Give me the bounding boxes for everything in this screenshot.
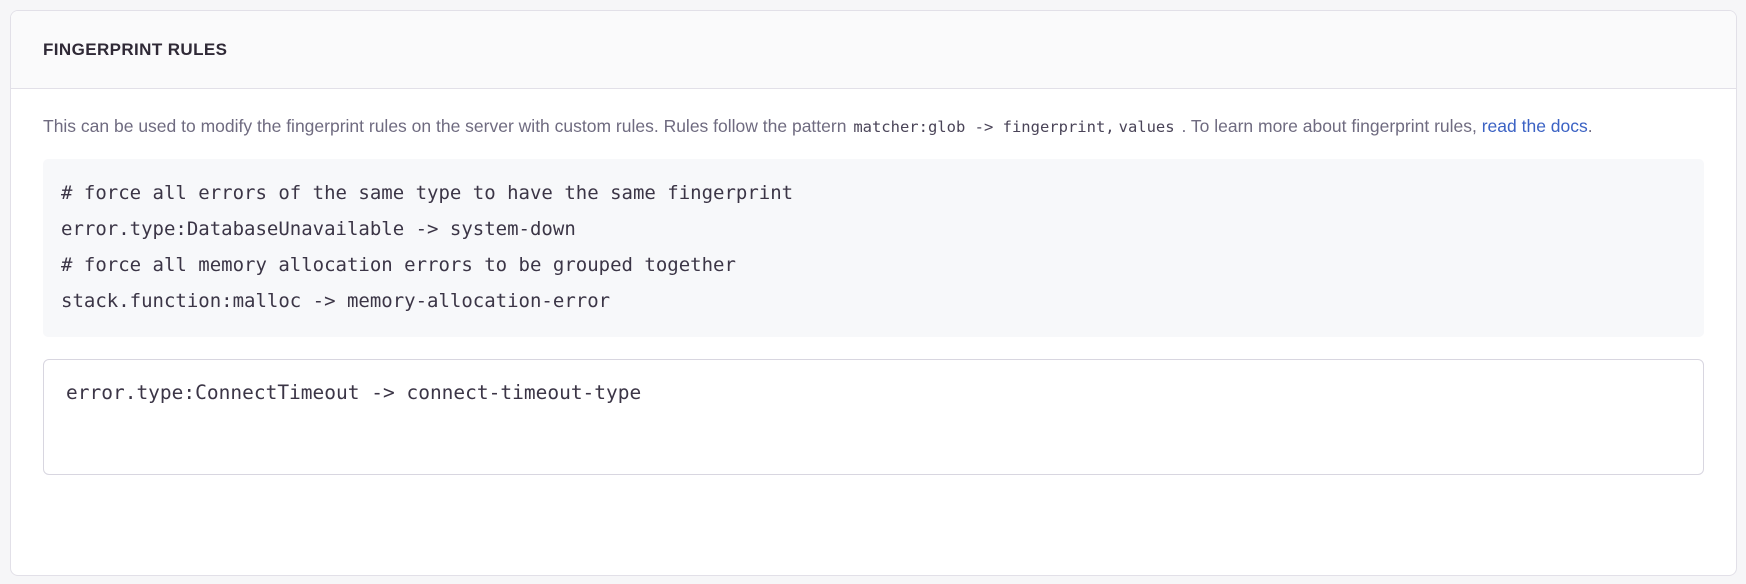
fingerprint-rules-panel: FINGERPRINT RULES This can be used to mo… xyxy=(10,10,1737,576)
description-part-2: . To learn more about fingerprint rules, xyxy=(1176,116,1482,136)
panel-body: This can be used to modify the fingerpri… xyxy=(11,89,1736,575)
example-code-block: # force all errors of the same type to h… xyxy=(43,159,1704,337)
description-part-3: . xyxy=(1587,116,1593,136)
panel-header: FINGERPRINT RULES xyxy=(11,11,1736,89)
page-title: FINGERPRINT RULES xyxy=(43,40,228,59)
inline-code-pattern: matcher:glob -> fingerprint, xyxy=(853,118,1115,136)
description-text: This can be used to modify the fingerpri… xyxy=(43,111,1603,143)
inline-code-values: values xyxy=(1118,118,1175,136)
read-the-docs-link[interactable]: read the docs xyxy=(1481,116,1588,136)
fingerprint-rules-input[interactable] xyxy=(43,359,1704,475)
description-part-1: This can be used to modify the fingerpri… xyxy=(43,116,852,136)
